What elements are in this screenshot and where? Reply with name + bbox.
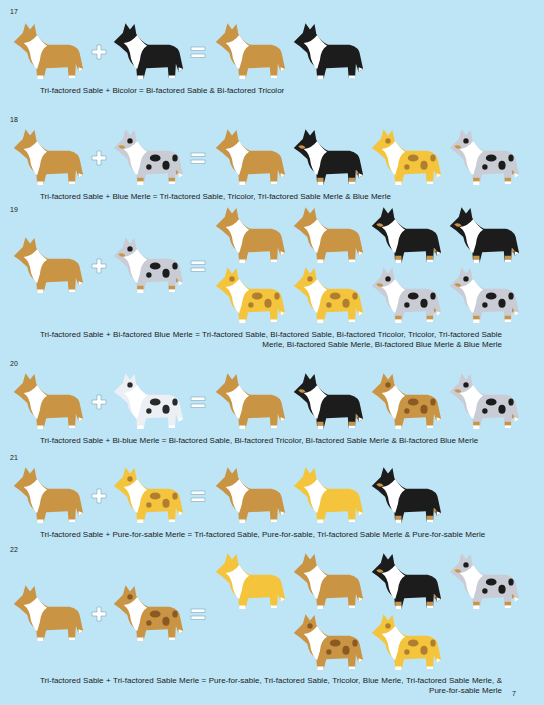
dog-row	[14, 129, 519, 185]
dog-figure	[372, 614, 441, 670]
dog-figure	[372, 467, 441, 523]
equals-sign	[191, 153, 205, 164]
equals-sign	[191, 397, 205, 408]
dog-figure	[294, 614, 363, 670]
dog-row	[14, 23, 363, 79]
dog-figure	[114, 237, 183, 293]
dog-figure	[216, 267, 285, 323]
dog-figure	[114, 585, 183, 641]
dog-figure	[216, 23, 285, 79]
equals-sign	[191, 261, 205, 272]
row-number: 20	[10, 360, 18, 369]
dog-figure	[294, 23, 363, 79]
row-number: 19	[10, 206, 18, 215]
dog-figure	[114, 129, 183, 185]
dog-row	[14, 207, 519, 323]
dog-figure	[294, 207, 363, 263]
cross-caption: Tri-factored Sable + Bicolor = Bi-factor…	[40, 86, 502, 96]
dog-figure	[372, 207, 441, 263]
dog-figure	[14, 23, 83, 79]
dog-figure	[294, 467, 363, 523]
dog-figure	[450, 373, 519, 429]
dog-figure	[14, 373, 83, 429]
dog-figure	[216, 373, 285, 429]
plus-sign	[92, 151, 106, 165]
plus-sign	[92, 45, 106, 59]
plus-sign	[92, 489, 106, 503]
row-number: 18	[10, 116, 18, 125]
dog-figure	[294, 553, 363, 609]
plus-sign	[92, 607, 106, 621]
dog-figure	[216, 467, 285, 523]
page-number: 7	[512, 690, 516, 699]
cross-caption: Tri-factored Sable + Tri-factored Sable …	[40, 676, 502, 696]
equals-sign	[191, 491, 205, 502]
cross-caption: Tri-factored Sable + Blue Merle = Tri-fa…	[40, 192, 502, 202]
dog-figure	[216, 553, 285, 609]
dog-row	[14, 373, 519, 429]
dog-figure	[372, 373, 441, 429]
dog-figure	[294, 267, 363, 323]
equals-sign	[191, 609, 205, 620]
dog-row	[14, 553, 519, 670]
cross-caption: Tri-factored Sable + Bi-factored Blue Me…	[40, 330, 502, 350]
dog-figure	[372, 553, 441, 609]
dog-figure	[14, 585, 83, 641]
cross-caption: Tri-factored Sable + Bi-blue Merle = Bi-…	[40, 436, 502, 446]
dog-figure	[114, 23, 183, 79]
plus-sign	[92, 395, 106, 409]
dog-figure	[450, 207, 519, 263]
plus-sign	[92, 259, 106, 273]
row-number: 22	[10, 546, 18, 555]
dog-figure	[450, 267, 519, 323]
dog-figure	[294, 129, 363, 185]
dog-figure	[294, 373, 363, 429]
dog-figure	[14, 129, 83, 185]
dog-figure	[372, 267, 441, 323]
cross-caption: Tri-factored Sable + Pure-for-sable Merl…	[40, 530, 502, 540]
row-number: 17	[10, 8, 18, 17]
dog-row	[14, 467, 441, 523]
equals-sign	[191, 47, 205, 58]
dog-figure	[450, 553, 519, 609]
dog-figure	[114, 467, 183, 523]
dog-figure	[14, 237, 83, 293]
dog-figure	[450, 129, 519, 185]
dog-figure	[216, 207, 285, 263]
dog-figure	[14, 467, 83, 523]
dog-figure	[216, 129, 285, 185]
dog-figure	[114, 373, 183, 429]
dog-figure	[372, 129, 441, 185]
row-number: 21	[10, 454, 18, 463]
